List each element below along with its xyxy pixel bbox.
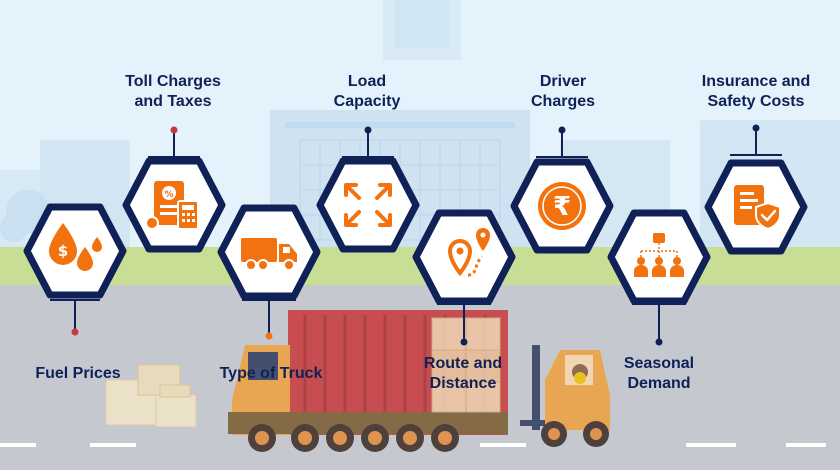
label-route-distance: Route and Distance (423, 355, 503, 392)
toll-receipt-calculator-icon: % (145, 181, 199, 230)
factor-type-of-truck-node (217, 204, 321, 300)
factor-load-capacity-node (316, 157, 420, 253)
connector-dots (71, 124, 760, 346)
people-network-icon (634, 233, 684, 277)
factor-seasonal-demand-node (607, 209, 711, 305)
rupee-coin-icon: ₹ (538, 182, 586, 230)
truck-illustration (228, 310, 508, 452)
factor-driver-charges-node: ₹ (510, 158, 614, 254)
label-fuel-prices: Fuel Prices (35, 365, 121, 382)
expand-arrows-icon (344, 183, 392, 227)
shield-document-icon (734, 185, 781, 231)
cardboard-boxes (105, 364, 197, 428)
truck-icon (241, 238, 297, 271)
label-seasonal-demand: Seasonal Demand (623, 355, 695, 392)
label-driver-charges: Driver Charges (530, 73, 596, 110)
fuel-drops-rupee-icon: $ (49, 223, 102, 271)
factor-insurance-safety-node (704, 159, 808, 255)
label-load-capacity: Load Capacity (333, 73, 401, 110)
route-pins-icon (447, 228, 490, 277)
factor-toll-charges-node: % (122, 157, 226, 253)
label-toll-charges: Toll Charges and Taxes (125, 73, 221, 110)
svg-text:$: $ (58, 242, 68, 260)
factor-route-distance-node (412, 209, 516, 305)
forklift-illustration (520, 345, 610, 447)
distant-tower (383, 0, 461, 60)
stacked-cargo (431, 317, 501, 413)
road-markings (0, 443, 826, 447)
label-insurance-safety: Insurance and Safety Costs (701, 73, 811, 110)
label-type-of-truck: Type of Truck (219, 365, 323, 382)
svg-text:₹: ₹ (553, 192, 571, 222)
svg-text:%: % (164, 190, 173, 200)
factor-fuel-prices-node: $ (23, 203, 127, 299)
